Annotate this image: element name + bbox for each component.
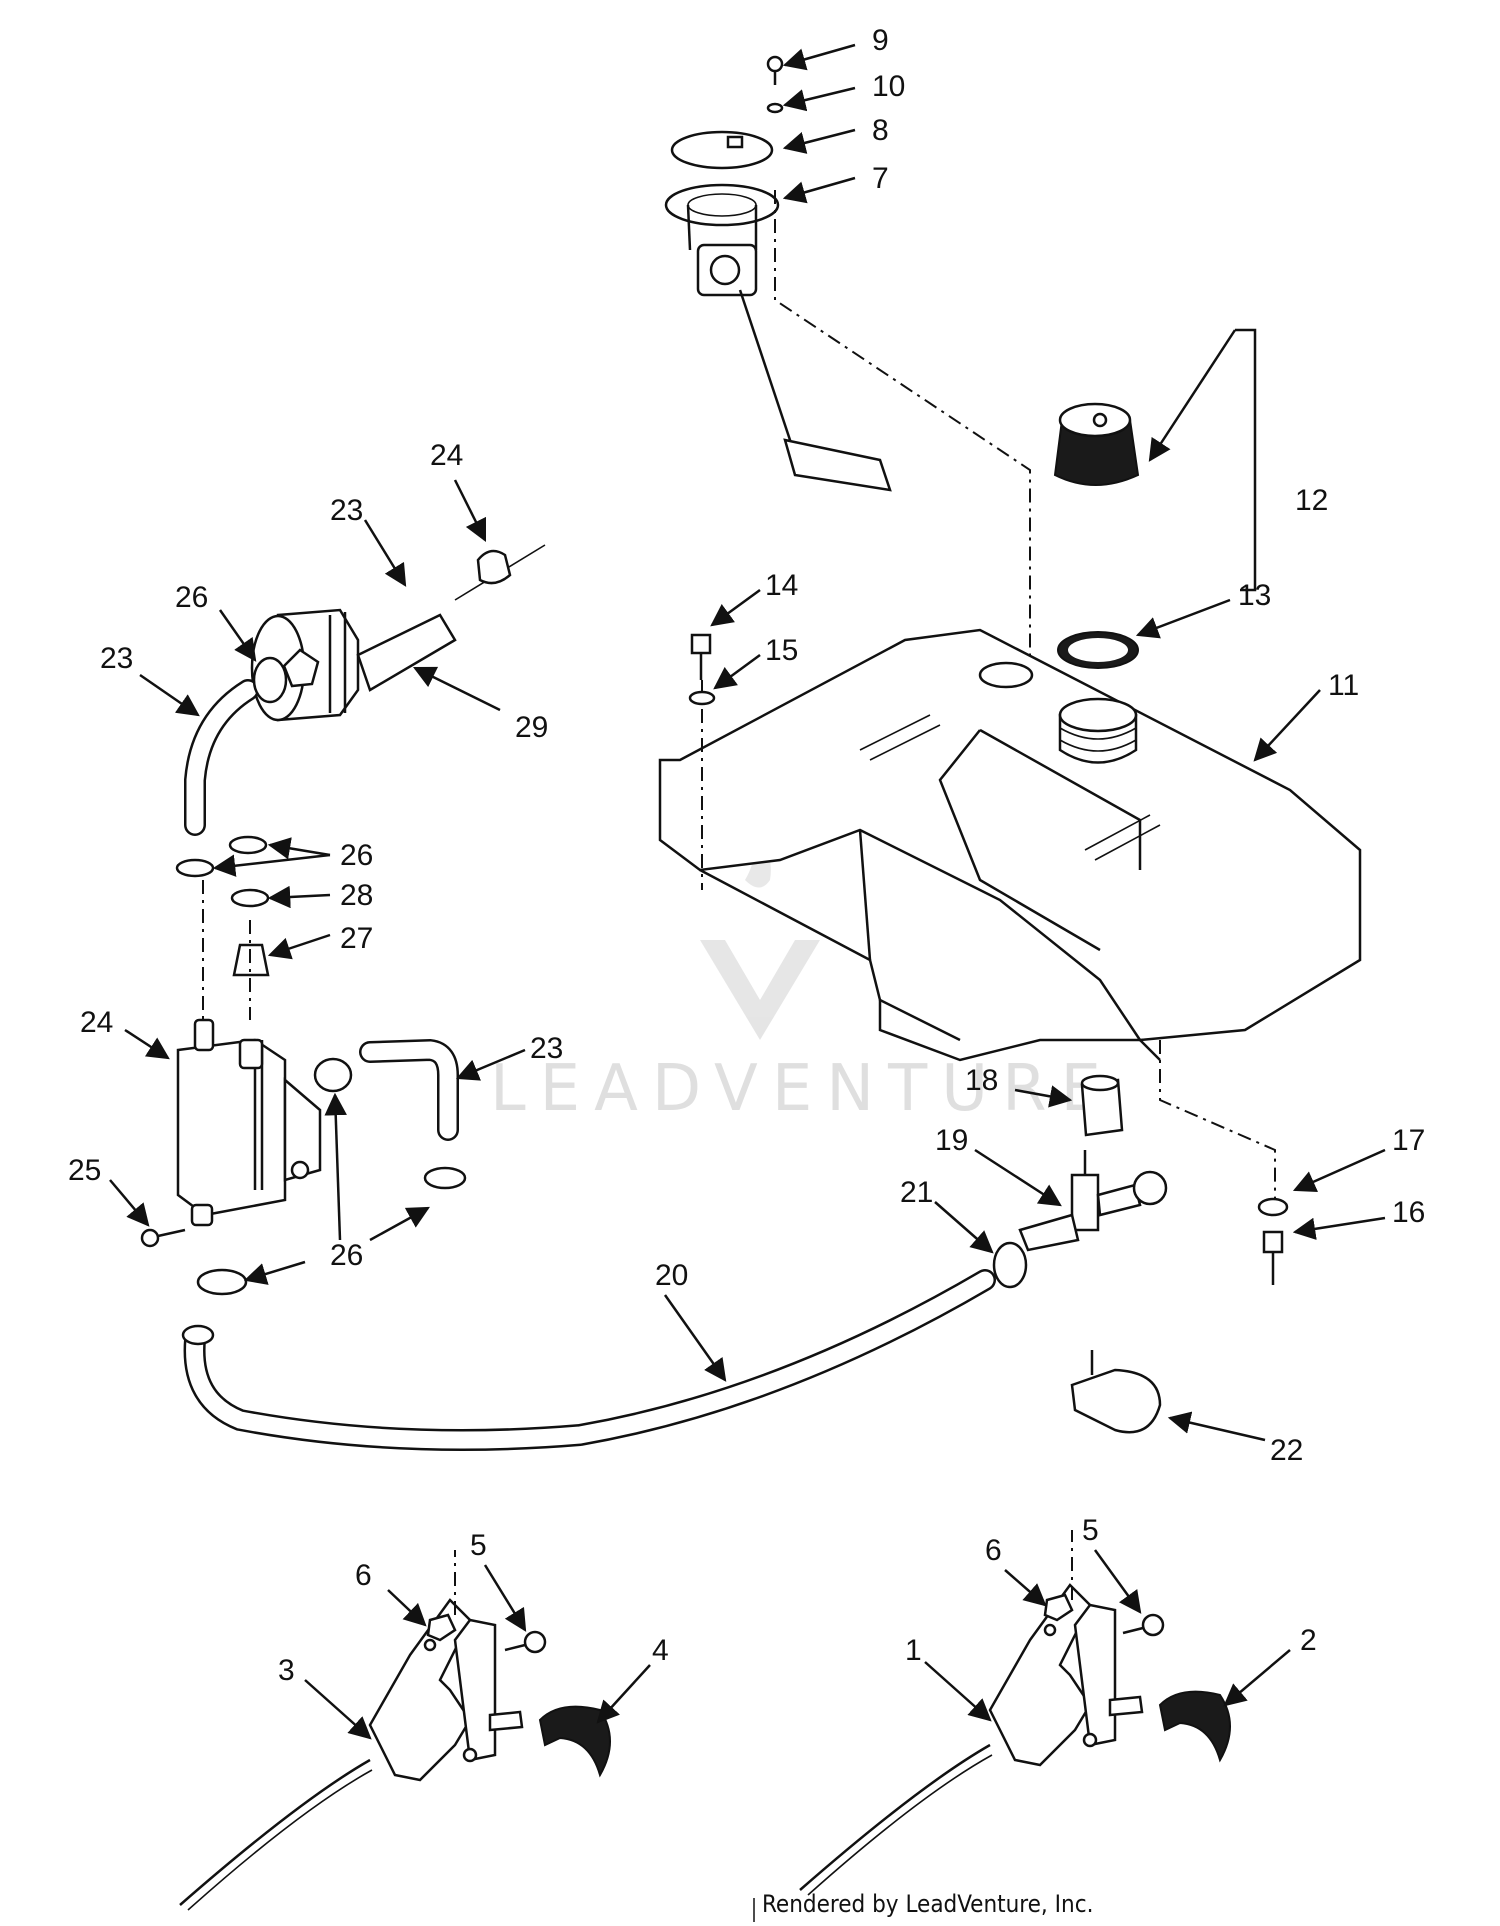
cable-bracket-right <box>799 1530 1144 1896</box>
callout-8: 8 <box>872 114 889 147</box>
callout-7: 7 <box>872 162 889 195</box>
callout-25: 25 <box>68 1154 101 1187</box>
callout-18: 18 <box>965 1064 998 1097</box>
callout-26-lower: 26 <box>330 1239 363 1272</box>
watermark: LEADVENTURE <box>490 830 1115 1126</box>
cable-clip-left <box>538 1705 611 1778</box>
callout-11: 11 <box>1328 669 1359 702</box>
fuel-hose-elbow <box>196 1038 467 1296</box>
hose-clamp-21 <box>992 1241 1028 1289</box>
callout-15: 15 <box>765 634 798 667</box>
bolt-left <box>504 1630 547 1654</box>
watermark-text: LEADVENTURE <box>490 1052 1115 1126</box>
callout-23-filter-hose: 23 <box>330 494 363 527</box>
bushing-fitting <box>1080 1074 1124 1137</box>
fuel-tank <box>658 628 1362 1200</box>
callout-29: 29 <box>515 711 548 744</box>
callout-19: 19 <box>935 1124 968 1157</box>
leader-arrows <box>109 43 1386 1740</box>
callout-2: 2 <box>1300 1624 1317 1657</box>
callout-labels: 9 10 8 7 12 13 11 14 15 24 23 26 23 29 2… <box>68 24 1425 1687</box>
cap-gasket <box>1057 631 1139 669</box>
bolt-right <box>1122 1613 1165 1637</box>
pump-screw <box>140 1228 186 1248</box>
callout-24-pump: 24 <box>80 1006 113 1039</box>
callout-16: 16 <box>1392 1196 1425 1229</box>
callout-24-clamp: 24 <box>430 439 463 472</box>
callout-14: 14 <box>765 569 798 602</box>
callout-6-right: 6 <box>985 1534 1002 1567</box>
callout-3: 3 <box>278 1654 295 1687</box>
callout-22: 22 <box>1270 1434 1303 1467</box>
lock-nut-right <box>1043 1593 1074 1622</box>
callout-21: 21 <box>900 1176 933 1209</box>
callout-26-upper: 26 <box>175 581 208 614</box>
fuel-hose-upper <box>184 656 288 836</box>
fuel-sender-assembly <box>664 55 1031 690</box>
callout-9: 9 <box>872 24 889 57</box>
callout-28: 28 <box>340 879 373 912</box>
footer-credit: Rendered by LeadVenture, Inc. <box>762 1890 1093 1918</box>
fuel-filter <box>250 544 546 722</box>
hose-clip <box>1070 1350 1162 1434</box>
callout-5-right: 5 <box>1082 1514 1099 1547</box>
callout-5-left: 5 <box>470 1529 487 1562</box>
callout-10: 10 <box>872 70 905 103</box>
fuel-pump <box>176 1018 322 1227</box>
cable-clip-right <box>1158 1690 1231 1763</box>
callout-20: 20 <box>655 1259 688 1292</box>
callout-4: 4 <box>652 1634 669 1667</box>
callout-23-elbow: 23 <box>530 1032 563 1065</box>
callout-13: 13 <box>1238 579 1271 612</box>
callout-6-left: 6 <box>355 1559 372 1592</box>
callout-12: 12 <box>1295 484 1328 517</box>
shutoff-valve <box>1018 1150 1168 1252</box>
hose-clamps-stack <box>175 835 270 1020</box>
tank-washer-bolt <box>1257 1197 1289 1285</box>
callout-17: 17 <box>1392 1124 1425 1157</box>
callout-23-upper-hose: 23 <box>100 642 133 675</box>
lock-nut-left <box>426 1613 457 1642</box>
callout-1: 1 <box>905 1634 922 1667</box>
fuel-cap <box>1053 402 1140 486</box>
fuel-line <box>181 1269 996 1451</box>
callout-26-stack: 26 <box>340 839 373 872</box>
callout-27: 27 <box>340 922 373 955</box>
cable-bracket-left <box>179 1550 524 1911</box>
